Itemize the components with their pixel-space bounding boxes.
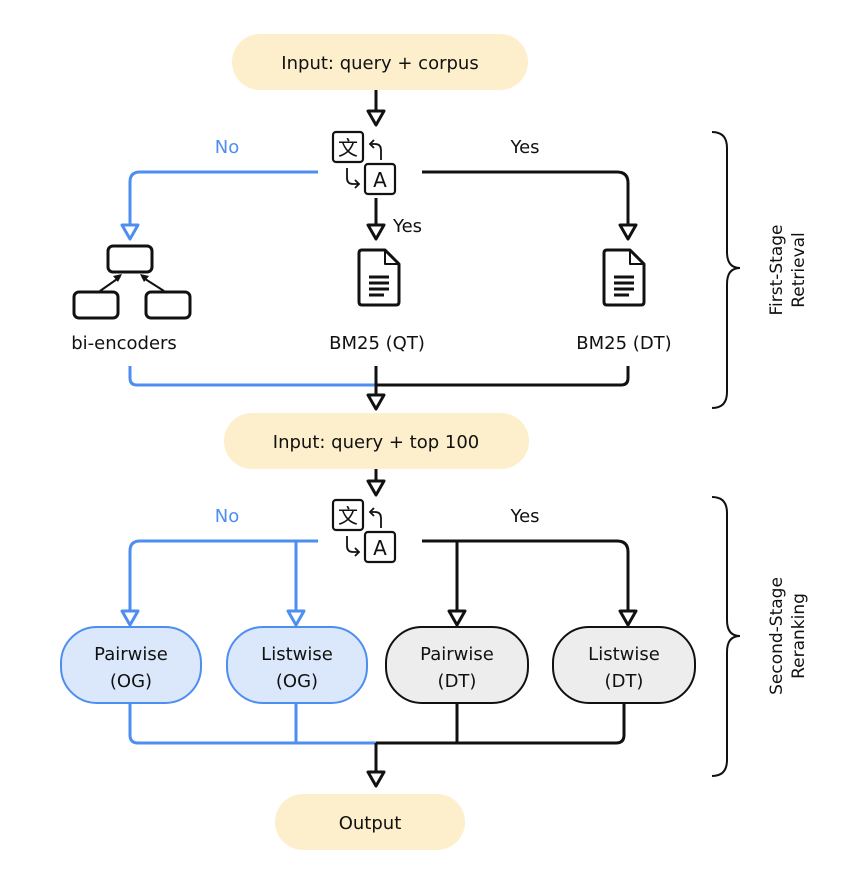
svg-text:Pairwise: Pairwise <box>94 644 168 665</box>
reranker-node-listwise-og: Listwise (OG) <box>226 626 368 704</box>
translate-icon: 文 A <box>331 498 397 564</box>
document-icon <box>357 248 401 307</box>
no-branch-line-2 <box>128 539 318 612</box>
svg-text:(DT): (DT) <box>605 671 644 692</box>
network-icon <box>72 244 192 320</box>
arrowhead <box>366 770 386 788</box>
svg-text:Listwise: Listwise <box>261 644 333 665</box>
arrowhead <box>366 109 386 127</box>
arrowhead <box>366 223 386 241</box>
bm25-dt-label: BM25 (DT) <box>576 333 671 354</box>
first-stage-brace <box>711 131 741 409</box>
bi-encoders-label: bi-encoders <box>71 333 177 354</box>
svg-text:(DT): (DT) <box>438 671 477 692</box>
no-label-2: No <box>215 506 239 527</box>
merge-line-blue <box>128 366 376 387</box>
arrowhead <box>366 393 386 411</box>
arrowhead <box>286 609 306 627</box>
svg-text:Second-Stage: Second-Stage <box>767 577 787 695</box>
arrowhead <box>366 479 386 497</box>
yes-branch-line <box>422 170 630 225</box>
no-label: No <box>215 137 239 158</box>
arrowhead <box>618 609 638 627</box>
arrowhead <box>618 223 638 241</box>
svg-text:First-Stage: First-Stage <box>767 224 787 315</box>
svg-text:文: 文 <box>338 136 358 160</box>
svg-text:Reranking: Reranking <box>789 593 809 679</box>
svg-text:Listwise: Listwise <box>588 644 660 665</box>
no-branch-line <box>128 170 318 225</box>
merge-line-black-2 <box>376 703 626 745</box>
second-stage-brace <box>711 496 741 777</box>
svg-text:(OG): (OG) <box>276 671 318 692</box>
second-stage-brace-label: Second-Stage Reranking <box>767 577 809 695</box>
svg-text:A: A <box>373 536 387 560</box>
output-node: Output <box>275 794 465 850</box>
svg-text:(OG): (OG) <box>110 671 152 692</box>
arrowhead <box>120 609 140 627</box>
arrowhead <box>447 609 467 627</box>
yes-label-2: Yes <box>509 506 539 527</box>
reranker-node-listwise-dt: Listwise (DT) <box>552 626 696 704</box>
translate-icon: 文 A <box>331 130 397 196</box>
document-icon <box>602 248 646 307</box>
svg-text:文: 文 <box>338 504 358 528</box>
merge-line-blue-2 <box>128 703 376 745</box>
svg-text:A: A <box>373 168 387 192</box>
reranker-node-pairwise-dt: Pairwise (DT) <box>385 626 529 704</box>
arrowhead <box>120 223 140 241</box>
input-top100-label: Input: query + top 100 <box>273 432 479 453</box>
yes-right-label: Yes <box>509 137 539 158</box>
merge-line-black <box>376 366 630 387</box>
first-stage-brace-label: First-Stage Retrieval <box>767 224 809 315</box>
input-corpus-node: Input: query + corpus <box>232 34 528 90</box>
input-corpus-label: Input: query + corpus <box>281 53 478 74</box>
bm25-qt-label: BM25 (QT) <box>329 333 425 354</box>
yes-down-label: Yes <box>392 216 422 237</box>
input-top100-node: Input: query + top 100 <box>224 413 529 469</box>
output-label: Output <box>339 813 402 834</box>
yes-branch-line-2 <box>422 539 630 612</box>
svg-text:Retrieval: Retrieval <box>789 232 809 308</box>
reranker-node-pairwise-og: Pairwise (OG) <box>60 626 202 704</box>
svg-text:Pairwise: Pairwise <box>420 644 494 665</box>
